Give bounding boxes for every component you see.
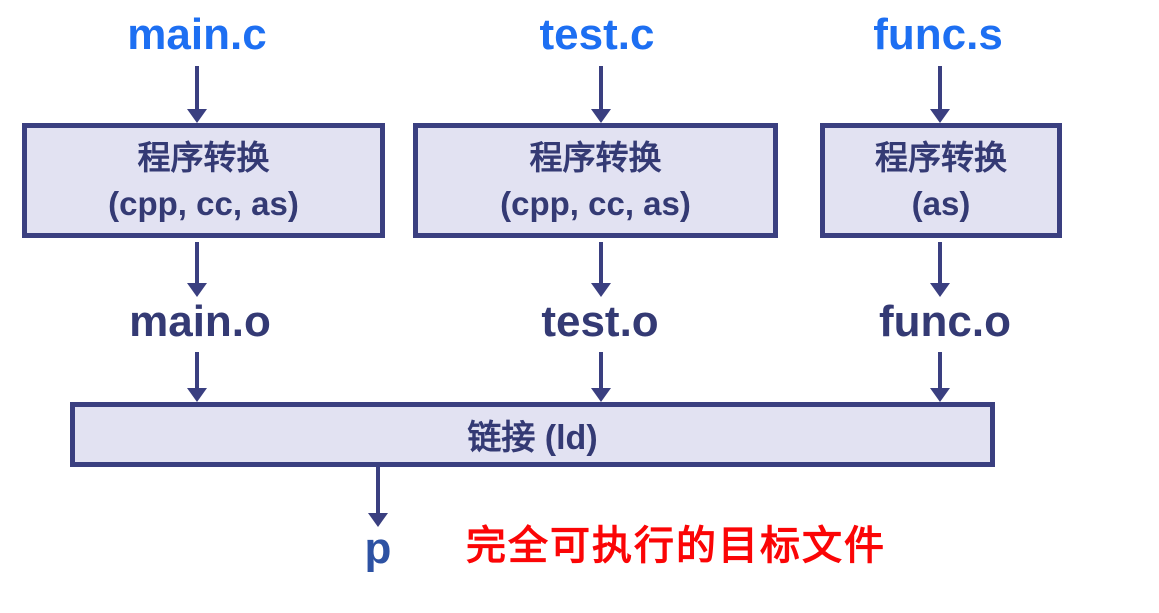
arrow-down-icon <box>938 352 942 388</box>
arrow-down-icon <box>938 242 942 283</box>
transform-stage-box-func: 程序转换 (as) <box>820 123 1062 238</box>
transform-stage-box-test: 程序转换 (cpp, cc, as) <box>413 123 778 238</box>
arrow-down-icon <box>376 467 380 513</box>
arrow-down-icon <box>195 352 199 388</box>
source-file-label-main-c: main.c <box>127 10 267 59</box>
arrow-down-icon <box>938 66 942 109</box>
transform-stage-title: 程序转换 <box>529 138 662 176</box>
arrow-down-icon <box>195 66 199 109</box>
output-file-label-p: p <box>364 524 392 573</box>
transform-stage-title: 程序转换 <box>137 138 270 176</box>
object-file-label-test-o: test.o <box>541 297 659 346</box>
arrow-down-icon <box>599 66 603 109</box>
source-file-label-test-c: test.c <box>539 10 655 59</box>
link-stage-box: 链接 (ld) <box>70 402 995 467</box>
arrow-down-icon <box>599 242 603 283</box>
transform-stage-tools: (cpp, cc, as) <box>500 184 691 222</box>
annotation-executable-object-file: 完全可执行的目标文件 <box>466 524 886 568</box>
transform-stage-title: 程序转换 <box>875 138 1007 176</box>
transform-stage-tools: (as) <box>911 184 971 222</box>
transform-stage-box-main: 程序转换 (cpp, cc, as) <box>22 123 385 238</box>
object-file-label-main-o: main.o <box>129 297 271 346</box>
arrow-down-icon <box>195 242 199 283</box>
transform-stage-tools: (cpp, cc, as) <box>108 184 299 222</box>
source-file-label-func-s: func.s <box>873 10 1003 59</box>
arrow-down-icon <box>599 352 603 388</box>
object-file-label-func-o: func.o <box>879 297 1011 346</box>
link-stage-label: 链接 (ld) <box>467 419 598 457</box>
